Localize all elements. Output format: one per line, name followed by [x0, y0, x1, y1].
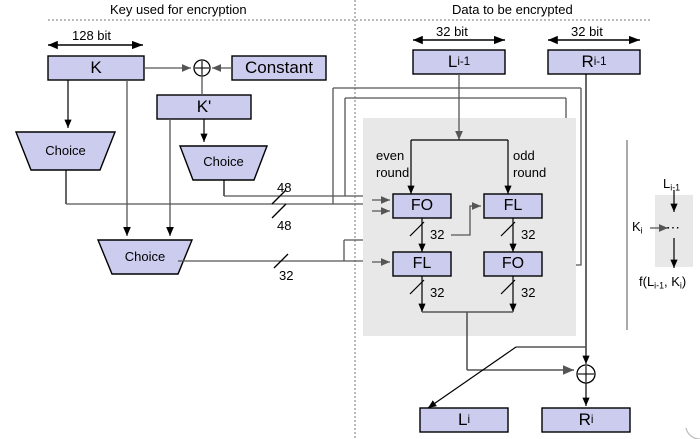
bus-label-32-key: 32 — [279, 268, 294, 283]
width-label-fo-bottom: 32 — [521, 285, 536, 300]
bus-label-48-lower: 48 — [277, 218, 292, 233]
width-label-fl-top: 32 — [521, 227, 536, 242]
label-even-round-line1: even — [376, 148, 405, 163]
label-odd-round-line1: odd — [513, 148, 535, 163]
legend-body-ellipsis: ⋯ — [666, 219, 680, 235]
legend-input-label: Li-1 — [663, 176, 681, 193]
width-label-fo-top: 32 — [430, 227, 445, 242]
legend-output-label: f(Li-1, Ki) — [639, 274, 687, 291]
dimension-128bit: 128 bit — [72, 28, 112, 43]
bus-label-48-upper: 48 — [277, 180, 292, 195]
dimension-32bit-right: 32 bit — [571, 24, 603, 39]
legend-key-label: Ki — [632, 219, 643, 236]
width-label-fl-bottom: 32 — [430, 285, 445, 300]
title-data-side: Data to be encrypted — [452, 2, 573, 17]
dimension-32bit-left: 32 bit — [436, 24, 468, 39]
label-even-round-line2: round — [376, 165, 410, 180]
title-key-side: Key used for encryption — [110, 2, 247, 17]
label-odd-round-line2: round — [513, 165, 547, 180]
